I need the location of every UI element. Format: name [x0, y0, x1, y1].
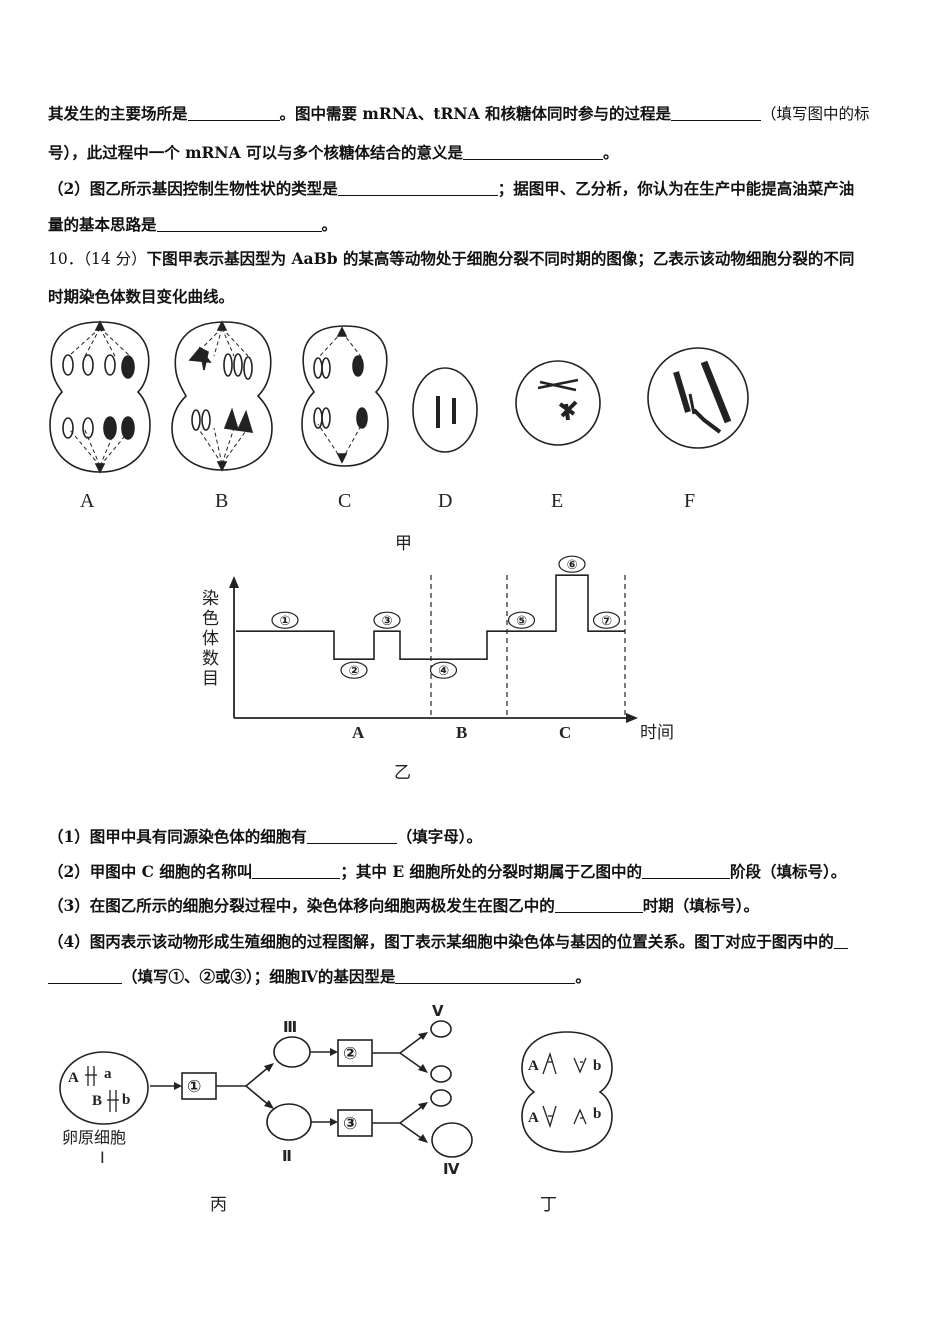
- stage-marker: ③: [381, 614, 392, 629]
- y-label-char: 目: [202, 669, 219, 689]
- cell-F: [647, 347, 749, 449]
- cell-B: [171, 320, 273, 472]
- answer-blank[interactable]: [833, 933, 848, 949]
- y-axis-arrow: [229, 576, 239, 588]
- stage-marker: ①: [279, 614, 290, 629]
- stage-marker-ring: [429, 661, 458, 679]
- cell-C: [301, 325, 389, 467]
- answer-blank[interactable]: [642, 863, 731, 879]
- cell-label: D: [438, 490, 452, 512]
- cell-D: [412, 367, 478, 453]
- stage-marker-ring: [373, 611, 401, 629]
- cell-label: E: [551, 490, 563, 512]
- chromosome-curve: [236, 574, 625, 660]
- cell-label: F: [684, 490, 695, 512]
- cell-label: A: [80, 490, 95, 512]
- x-axis-arrow: [626, 713, 638, 723]
- stage-marker: ④: [438, 664, 449, 679]
- stage-marker-ring: [558, 555, 586, 573]
- phase-label-C: C: [559, 723, 571, 742]
- stage-marker-ring: [592, 611, 621, 629]
- stage-marker-ring: [340, 661, 368, 679]
- subquestion-3: （3）在图乙所示的细胞分裂过程中，染色体移向细胞两极发生在图乙中的时期（填标号）…: [48, 896, 760, 915]
- text-line-3: （2）图乙所示基因控制生物性状的类型是；据图甲、乙分析，你认为在生产中能提高油菜…: [48, 179, 855, 198]
- cell-E: [515, 360, 601, 446]
- text-line-2: 号），此过程中一个 mRNA 可以与多个核糖体结合的意义是。: [48, 143, 619, 162]
- answer-blank[interactable]: [671, 105, 762, 121]
- text-line-1: 其发生的主要场所是。图中需要 mRNA、tRNA 和核糖体同时参与的过程是（填写…: [48, 104, 870, 123]
- x-label: 时间: [640, 723, 674, 743]
- subquestion-1: （1）图甲中具有同源染色体的细胞有（填字母）。: [48, 827, 483, 846]
- answer-blank[interactable]: [306, 828, 397, 844]
- subquestion-4: （4）图丙表示该动物形成生殖细胞的过程图解，图丁表示某细胞中染色体与基因的位置关…: [48, 930, 848, 952]
- answer-blank[interactable]: [156, 216, 322, 232]
- subquestion-4-cont: （填写①、②或③）；细胞Ⅳ的基因型是。: [48, 965, 591, 987]
- stage-marker: ⑦: [601, 614, 612, 629]
- phase-label-B: B: [456, 723, 467, 742]
- figure-jia: A B C D E F 甲: [49, 320, 749, 554]
- stage-marker: ⑥: [566, 558, 577, 573]
- answer-blank[interactable]: [252, 863, 341, 879]
- answer-blank[interactable]: [48, 968, 122, 984]
- figure-yi: 染 色 体 数 目 时间 ① ② ③ ④ ⑤ ⑥ ⑦ A B C 乙: [202, 555, 674, 783]
- cell-label: C: [338, 490, 351, 512]
- stage-marker: ②: [348, 664, 359, 679]
- answer-blank[interactable]: [187, 105, 280, 121]
- phase-label-A: A: [352, 723, 365, 742]
- stage-marker: ⑤: [516, 614, 527, 629]
- answer-blank[interactable]: [463, 144, 604, 160]
- y-label-char: 体: [202, 629, 219, 649]
- stage-marker-ring: [271, 611, 299, 629]
- answer-blank[interactable]: [395, 968, 576, 984]
- y-label-char: 色: [202, 609, 219, 629]
- y-label-char: 染: [202, 589, 219, 609]
- figure-caption-jia: 甲: [395, 534, 412, 554]
- answer-blank[interactable]: [554, 897, 643, 913]
- stage-marker-ring: [507, 611, 536, 629]
- cell-label: B: [215, 490, 228, 512]
- cell-A: [49, 320, 151, 474]
- answer-blank[interactable]: [337, 180, 498, 196]
- question-10-stem-cont: 时期染色体数目变化曲线。: [48, 287, 235, 306]
- question-10-stem: 10．（14 分）下图甲表示基因型为 AaBb 的某高等动物处于细胞分裂不同时期…: [48, 249, 855, 268]
- text-line-4: 量的基本思路是。: [48, 215, 338, 234]
- figure-caption-yi: 乙: [394, 763, 411, 783]
- y-label-char: 数: [202, 649, 219, 669]
- subquestion-2: （2）甲图中 C 细胞的名称叫；其中 E 细胞所处的分裂时期属于乙图中的阶段（填…: [48, 862, 847, 881]
